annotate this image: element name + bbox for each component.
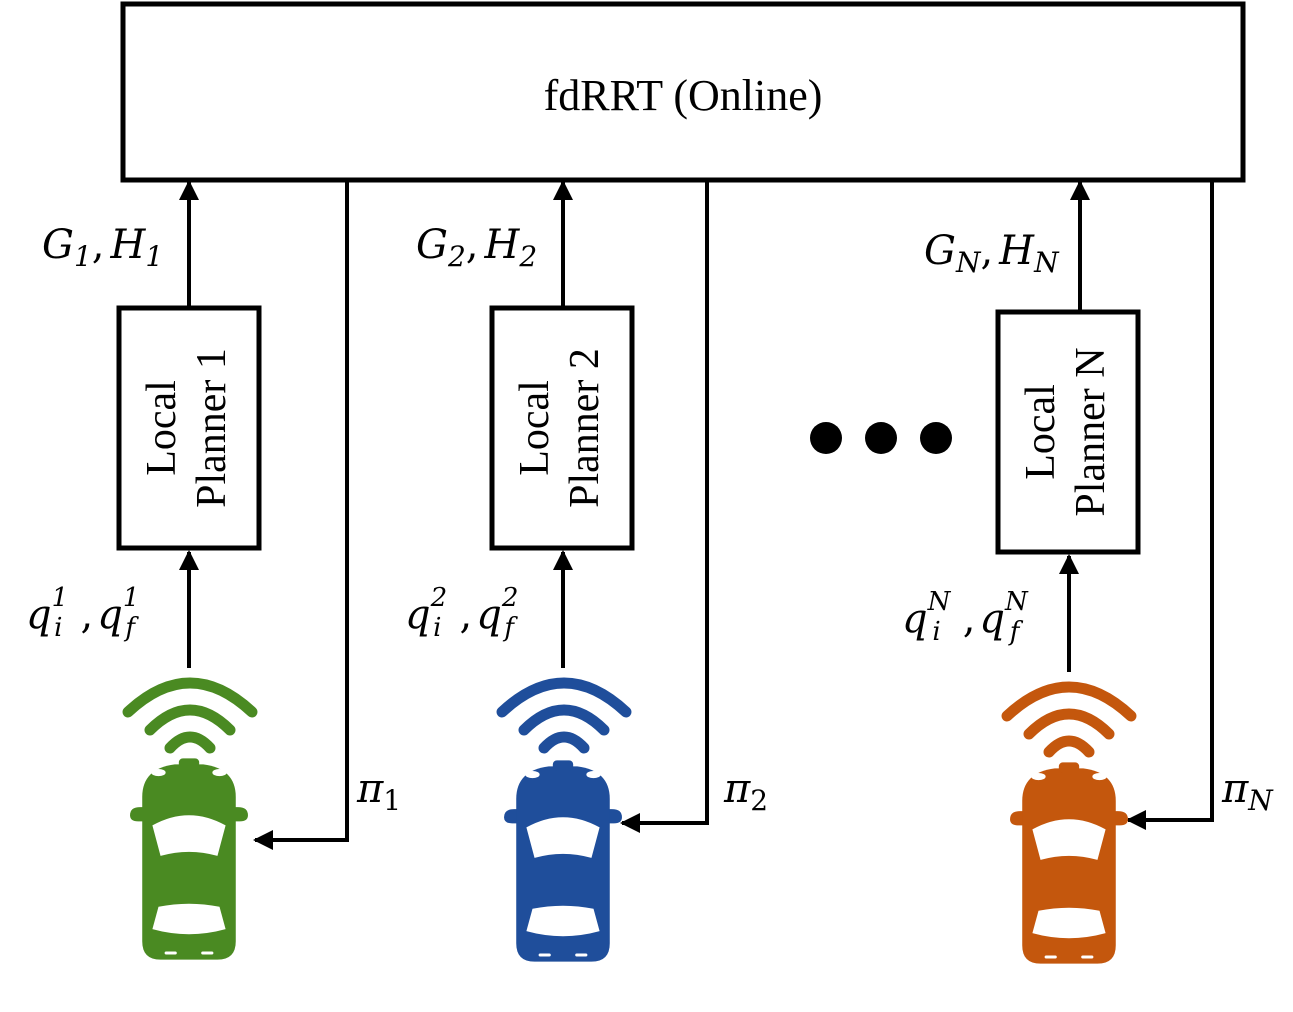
local-planner-2-line1: Local bbox=[512, 380, 558, 476]
local-planner-n-line1: Local bbox=[1018, 384, 1064, 480]
local-planner-n-box: Local Planner N bbox=[995, 309, 1141, 555]
local-planner-1-line1: Local bbox=[139, 380, 185, 476]
car-icon-2 bbox=[504, 760, 622, 962]
gh-label-2: G2,H2 bbox=[416, 222, 537, 273]
wifi-signal-icon-2 bbox=[502, 683, 626, 748]
fdrrt-block: fdRRT (Online) bbox=[120, 1, 1246, 183]
gh-label-1: G1,H1 bbox=[42, 222, 163, 273]
wifi-signal-icon-1 bbox=[128, 683, 252, 748]
car-icon-1 bbox=[130, 758, 248, 960]
pi-label-1: π1 bbox=[356, 766, 401, 817]
pi-label-n: πN bbox=[1221, 766, 1274, 817]
gh-label-n: GN,HN bbox=[924, 228, 1060, 279]
fdrrt-title: fdRRT (Online) bbox=[544, 71, 823, 120]
ellipsis-dots bbox=[810, 422, 952, 454]
wifi-signal-icon-n bbox=[1007, 687, 1131, 752]
local-planner-2-line2: Planner 2 bbox=[562, 348, 608, 508]
arrow-fdrrt-to-car2 bbox=[620, 182, 709, 833]
local-planner-1-box: Local Planner 1 bbox=[116, 305, 262, 551]
car-icon-n bbox=[1010, 762, 1128, 964]
local-planner-n-line2: Planner N bbox=[1068, 347, 1114, 516]
local-planner-1-line2: Planner 1 bbox=[189, 348, 235, 508]
local-planner-2-box: Local Planner 2 bbox=[489, 305, 635, 551]
arrow-fdrrt-to-car1 bbox=[253, 182, 349, 850]
arrow-fdrrt-to-carn bbox=[1126, 182, 1214, 830]
pi-label-2: π2 bbox=[723, 766, 768, 817]
